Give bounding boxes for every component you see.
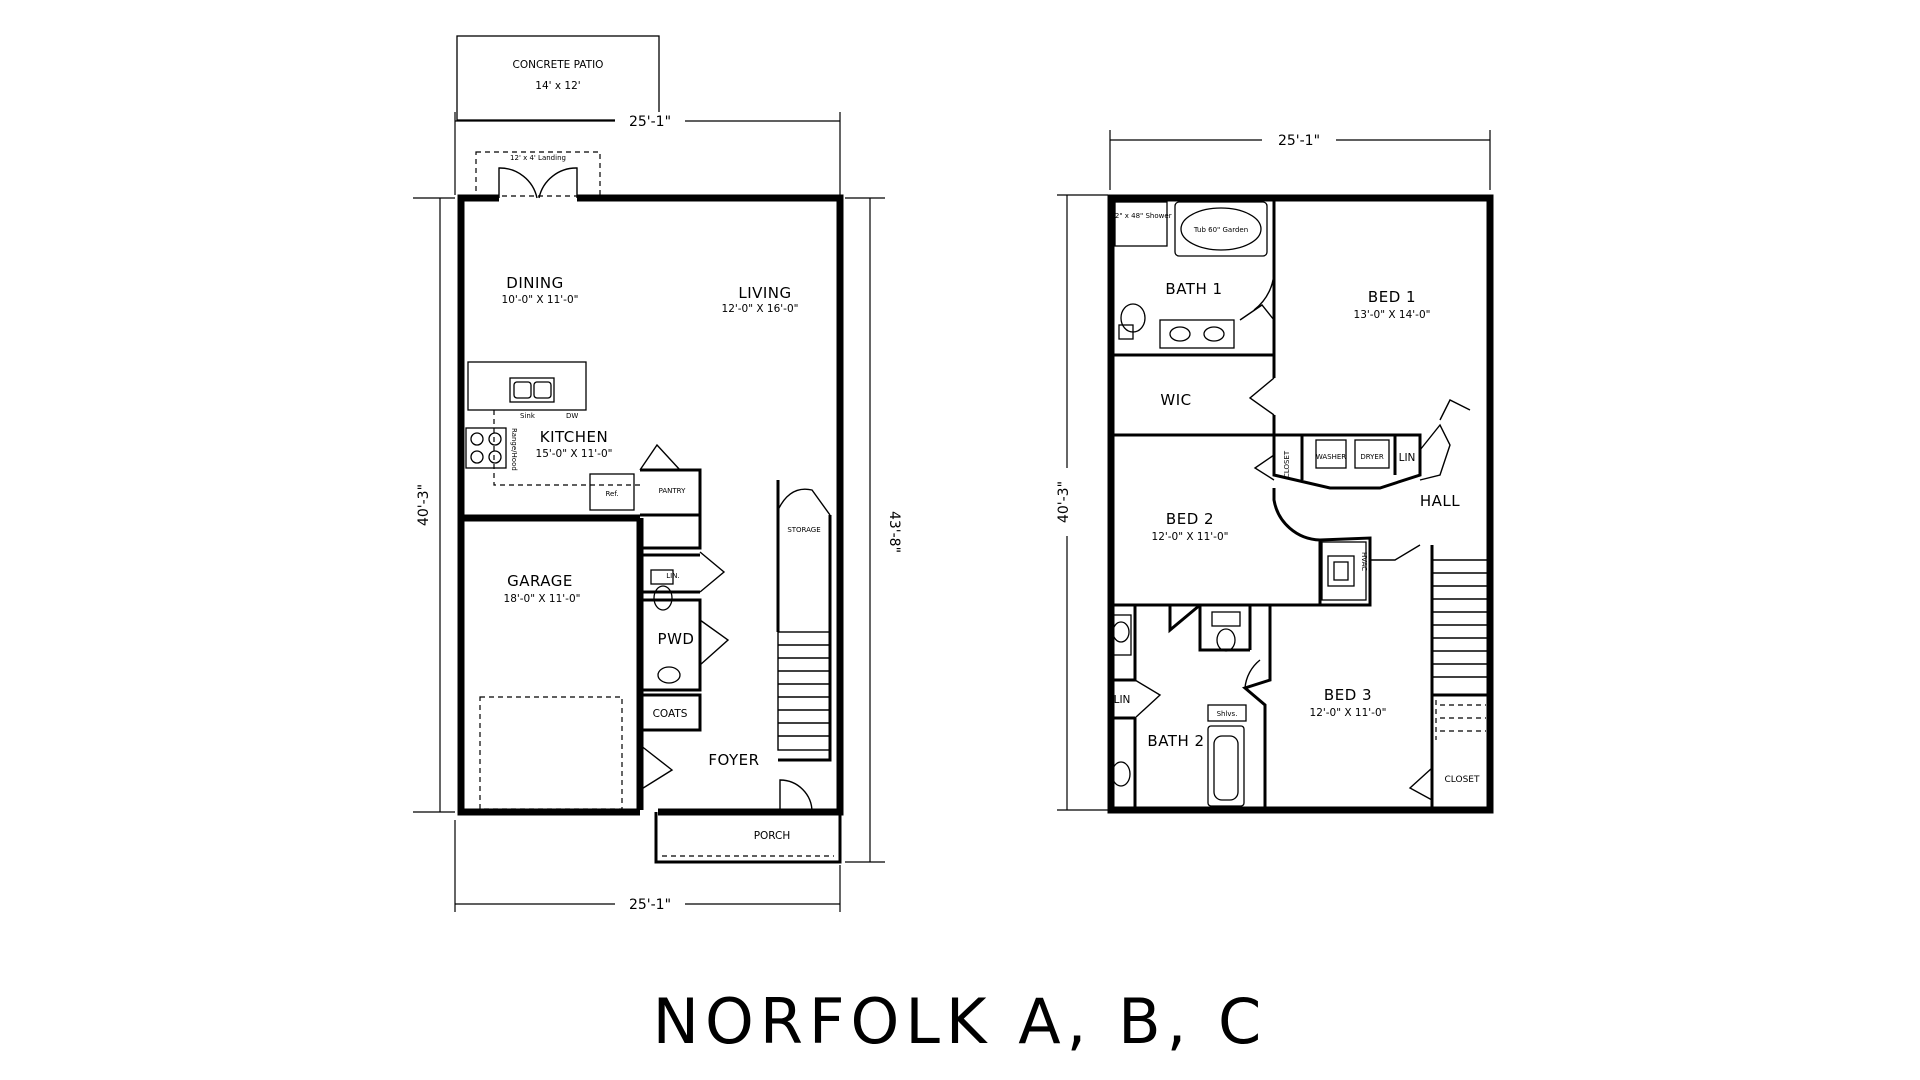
svg-text:BATH 2: BATH 2 [1147, 732, 1204, 750]
porch-label: PORCH [754, 830, 791, 842]
patio-size: 14' x 12' [535, 80, 580, 92]
svg-text:40'-3": 40'-3" [1056, 481, 1072, 523]
hall-label: HALL [1420, 492, 1460, 510]
bed-1-door [1439, 399, 1471, 421]
first-floor-stair: STORAGE [776, 480, 832, 762]
first-floor-top-dimension: 25'-1" [454, 112, 841, 195]
svg-text:25'-1": 25'-1" [629, 897, 671, 913]
second-floor-exterior-walls [1107, 194, 1494, 814]
svg-text:Shlvs.: Shlvs. [1217, 710, 1238, 718]
kitchen-counters: Sink DW Range/Hood Ref. [465, 361, 640, 511]
svg-text:12'-0" X 11'-0": 12'-0" X 11'-0" [1310, 707, 1387, 719]
first-floor-core-rooms: PANTRY LIN. PWD COATS [639, 443, 730, 791]
svg-text:12' x 4' Landing: 12' x 4' Landing [510, 154, 566, 162]
svg-text:BED 2: BED 2 [1166, 510, 1214, 528]
svg-text:CLOSET: CLOSET [1445, 775, 1480, 785]
svg-text:40'-3": 40'-3" [416, 484, 432, 526]
svg-text:25'-1": 25'-1" [1278, 133, 1320, 149]
svg-text:DRYER: DRYER [1360, 453, 1384, 461]
second-floor-stair: CLOSET [1408, 545, 1490, 810]
svg-text:12'-0" X 11'-0": 12'-0" X 11'-0" [1152, 531, 1229, 543]
svg-text:PWD: PWD [658, 630, 695, 648]
svg-text:42" x 48" Shower: 42" x 48" Shower [1110, 212, 1171, 220]
svg-text:25'-1": 25'-1" [629, 114, 671, 130]
porch [654, 812, 842, 864]
svg-text:43'-8": 43'-8" [886, 511, 902, 553]
first-floor-plan: CONCRETE PATIO 14' x 12' 25'-1" 40'-3" 4… [412, 35, 902, 913]
first-floor-exterior-walls [457, 194, 844, 816]
bed-3-block: BED 3 12'-0" X 11'-0" [1168, 603, 1387, 810]
patio-label: CONCRETE PATIO [513, 59, 604, 71]
front-door [779, 779, 813, 813]
bed-1-label: BED 1 [1368, 288, 1416, 306]
svg-text:COATS: COATS [653, 708, 688, 720]
svg-text:Sink: Sink [520, 412, 536, 420]
svg-text:Range/Hood: Range/Hood [510, 428, 518, 471]
living-size: 12'-0" X 16'-0" [722, 303, 799, 315]
svg-text:Tub 60" Garden: Tub 60" Garden [1193, 226, 1248, 234]
svg-text:DW: DW [566, 412, 578, 420]
second-floor-left-dimension: 40'-3" [1052, 194, 1108, 811]
foyer-label: FOYER [708, 751, 759, 769]
patio-door: 12' x 4' Landing [475, 151, 601, 199]
living-label: LIVING [738, 284, 791, 302]
bath-2-block: LIN Shlvs. BATH 2 [1110, 605, 1247, 810]
first-floor-right-dimension: 43'-8" [845, 197, 902, 863]
svg-text:CLOSET: CLOSET [1283, 450, 1291, 478]
svg-text:LIN: LIN [1114, 694, 1131, 706]
dining-label: DINING [506, 274, 563, 292]
kitchen-label: KITCHEN [540, 428, 609, 446]
garage-door-opening [479, 696, 623, 810]
bath-1-block: 42" x 48" Shower Tub 60" Garden BATH 1 [1110, 198, 1276, 357]
garage-label: GARAGE [507, 572, 573, 590]
dining-size: 10'-0" X 11'-0" [502, 294, 579, 306]
kitchen-size: 15'-0" X 11'-0" [536, 448, 613, 460]
concrete-patio [456, 35, 660, 121]
laundry-block: WASHER DRYER CLOSET LIN [1253, 423, 1451, 490]
svg-text:BED 3: BED 3 [1324, 686, 1372, 704]
first-floor-left-dimension: 40'-3" [412, 197, 455, 813]
walk-in-closet: WIC [1111, 355, 1276, 437]
svg-text:Ref.: Ref. [605, 490, 618, 498]
svg-text:WIC: WIC [1160, 391, 1191, 409]
bed-1-size: 13'-0" X 14'-0" [1354, 309, 1431, 321]
svg-text:HVAC: HVAC [1360, 552, 1368, 571]
second-floor-top-dimension: 25'-1" [1109, 130, 1491, 190]
svg-text:STORAGE: STORAGE [787, 526, 820, 534]
svg-text:PANTRY: PANTRY [659, 487, 686, 495]
svg-text:LIN: LIN [1399, 452, 1416, 464]
plan-title: NORFOLK A, B, C [652, 985, 1268, 1058]
svg-text:BATH 1: BATH 1 [1165, 280, 1222, 298]
svg-text:WASHER: WASHER [1316, 453, 1346, 461]
second-floor-plan: 25'-1" 40'-3" 42" x 48" Shower Tub 60" G… [1052, 130, 1494, 814]
garage-size: 18'-0" X 11'-0" [504, 593, 581, 605]
bed-2-block: HVAC BED 2 12'-0" X 11'-0" [1111, 488, 1421, 607]
first-floor-bottom-dimension: 25'-1" [454, 820, 841, 913]
